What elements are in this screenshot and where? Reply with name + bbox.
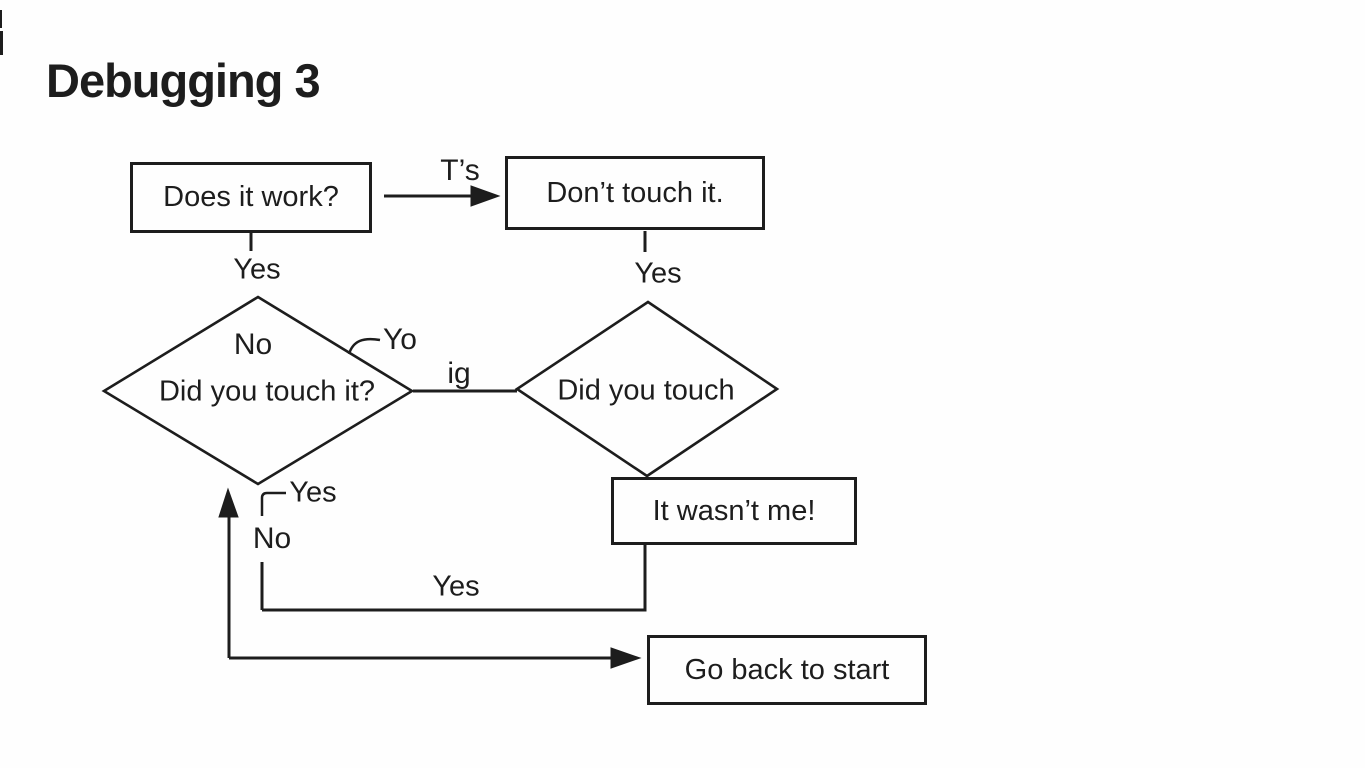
node-it-wasnt-me-label: It wasn’t me! [652,494,816,527]
left-diamond-no-text: No [233,328,273,361]
right-diamond-shape [514,300,780,478]
node-go-back-to-start: Go back to start [647,635,927,705]
arrowhead-right2-icon [610,647,642,669]
node-it-wasnt-me: It wasn’t me! [611,477,857,545]
page-title: Debugging 3 [46,54,321,108]
right-diamond-question: Did you touch [557,374,735,407]
edge-label-ts: T’s [440,154,480,187]
edge-label-yo: Yo [383,323,417,356]
node-does-it-work: Does it work? [130,162,372,233]
edge-label-yes-left: Yes [233,253,281,286]
left-diamond-shape [101,295,415,486]
arrowhead-up-icon [218,487,239,518]
left-edge-artifact [0,10,2,28]
edge-left-diamond-bracket [260,491,286,516]
node-does-it-work-label: Does it work? [163,181,339,213]
yo-leader-curve [347,337,381,355]
node-dont-touch-it: Don’t touch it. [505,156,765,230]
edge-wasnt-me-loop [262,545,647,612]
node-go-back-to-start-label: Go back to start [684,653,890,686]
left-diamond-question: Did you touch it? [158,375,376,408]
left-edge-artifact [0,31,3,55]
edge-label-yes-right: Yes [634,257,682,290]
edge-label-bracket-yes: Yes [289,476,337,509]
node-dont-touch-it-label: Don’t touch it. [546,176,724,209]
edge-label-ig: ig [447,357,471,390]
edge-label-loop-yes: Yes [432,570,480,603]
edge-label-no: No [252,522,292,555]
arrowhead-right-icon [470,185,501,207]
